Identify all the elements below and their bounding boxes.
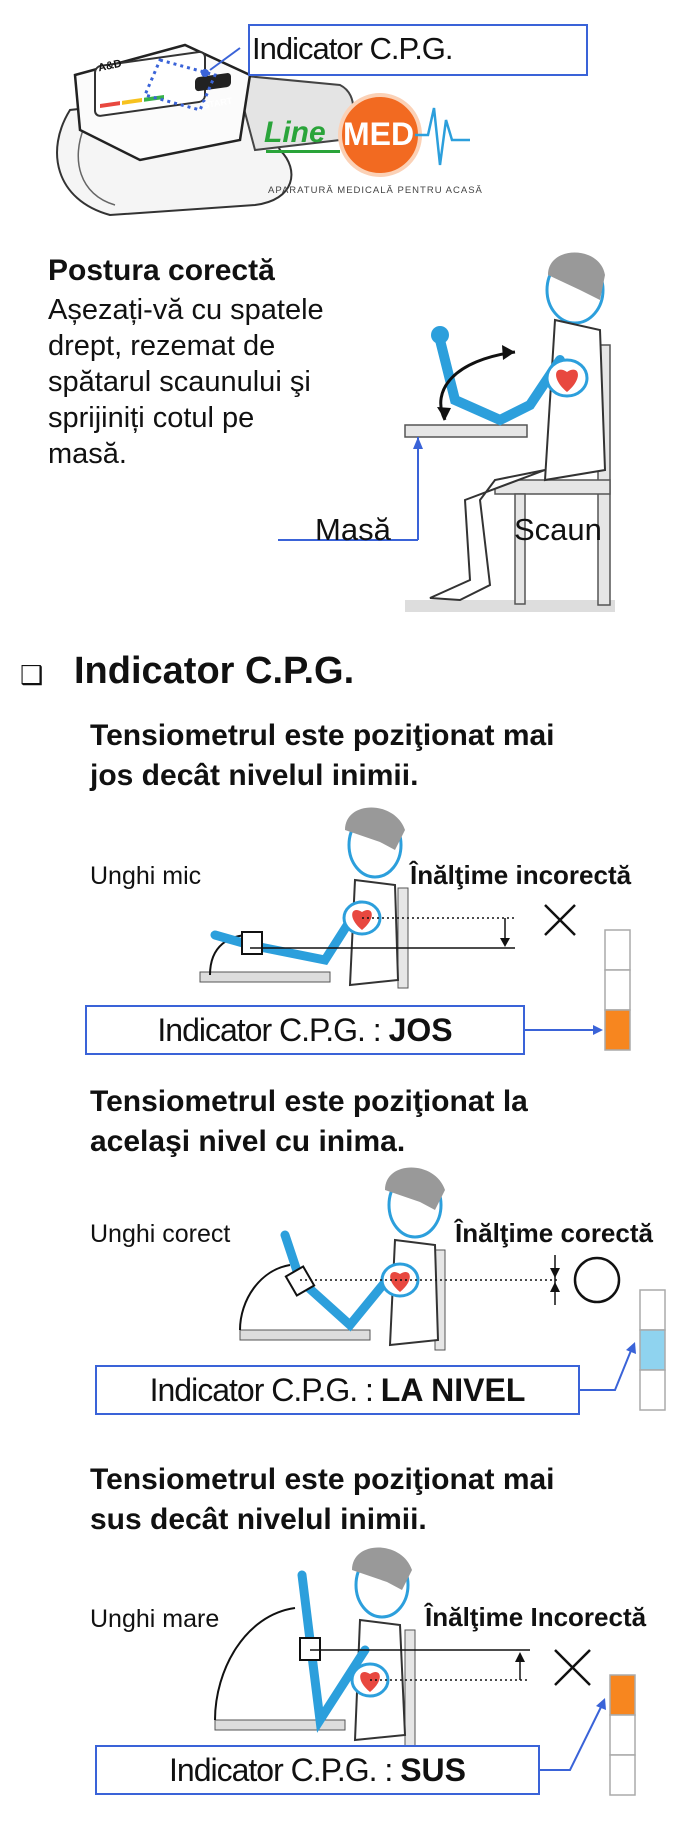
case-heading-line: Tensiometrul este poziţionat la bbox=[90, 1085, 528, 1118]
table-label: Masă bbox=[315, 512, 391, 547]
seated-person-illustration bbox=[278, 252, 615, 612]
case-heading-line: Tensiometrul este poziţionat mai bbox=[90, 1463, 555, 1496]
posture-text-line: drept, rezemat de bbox=[48, 330, 276, 362]
logo-line-text: Line bbox=[264, 116, 326, 149]
posture-text-line: sprijiniți cotul pe bbox=[48, 402, 255, 434]
case-high-heading: Tensiometrul este poziţionat mai sus dec… bbox=[90, 1460, 555, 1540]
posture-text-line: spătarul scaunului şi bbox=[48, 366, 311, 398]
section-bullet: ❑ bbox=[20, 660, 44, 690]
case-high-angle-label: Unghi mare bbox=[90, 1605, 220, 1633]
posture-title: Postura corectă bbox=[48, 254, 275, 287]
case-heading-line: jos decât nivelul inimii. bbox=[90, 759, 419, 792]
logo-med-text: MED bbox=[343, 116, 415, 152]
case-heading-line: Tensiometrul este poziţionat mai bbox=[90, 719, 555, 752]
indicator-value: JOS bbox=[388, 1012, 453, 1048]
indicator-value: LA NIVEL bbox=[380, 1372, 526, 1408]
case-level-height-label: Înălţime corectă bbox=[455, 1218, 653, 1248]
case-high-indicator-box bbox=[95, 1745, 540, 1795]
case-level-indicator-box bbox=[95, 1365, 580, 1415]
case-heading-line: acelaşi nivel cu inima. bbox=[90, 1125, 406, 1158]
logo-tagline: APARATURĂ MEDICALĂ PENTRU ACASĂ bbox=[268, 185, 483, 196]
logo-line-underline bbox=[266, 150, 340, 153]
case-low-heading: Tensiometrul este poziţionat mai jos dec… bbox=[90, 716, 555, 796]
case-low-indicator-box bbox=[85, 1005, 525, 1055]
indicator-prefix: Indicator C.P.G. : bbox=[169, 1752, 401, 1788]
indicator-callout-label: Indicator C.P.G. bbox=[252, 31, 454, 66]
posture-text-line: masă. bbox=[48, 438, 127, 470]
device-illustration bbox=[56, 43, 355, 217]
posture-text: Așezați-vă cu spatele drept, rezemat de … bbox=[48, 292, 324, 472]
case-low-height-label: Înălţime incorectă bbox=[410, 860, 632, 890]
indicator-prefix: Indicator C.P.G. : bbox=[157, 1012, 389, 1048]
case-heading-line: sus decât nivelul inimii. bbox=[90, 1503, 427, 1536]
indicator-callout-top bbox=[248, 24, 588, 76]
case-high-height-label: Înălţime Incorectă bbox=[425, 1602, 647, 1632]
case-high-indicator-text: Indicator C.P.G. : SUS bbox=[95, 1752, 540, 1789]
posture-text-line: Așezați-vă cu spatele bbox=[48, 294, 324, 326]
case-low-indicator-text: Indicator C.P.G. : JOS bbox=[85, 1012, 525, 1049]
case-low-angle-label: Unghi mic bbox=[90, 862, 202, 890]
case-level-indicator-text: Indicator C.P.G. : LA NIVEL bbox=[95, 1372, 580, 1409]
case-level-heading: Tensiometrul este poziţionat la acelaşi … bbox=[90, 1082, 528, 1162]
chair-label: Scaun bbox=[514, 512, 602, 547]
indicator-value: SUS bbox=[400, 1752, 466, 1788]
linemed-logo bbox=[338, 93, 470, 177]
case-level-angle-label: Unghi corect bbox=[90, 1220, 231, 1248]
indicator-prefix: Indicator C.P.G. : bbox=[149, 1372, 381, 1408]
section-title: Indicator C.P.G. bbox=[74, 650, 355, 692]
